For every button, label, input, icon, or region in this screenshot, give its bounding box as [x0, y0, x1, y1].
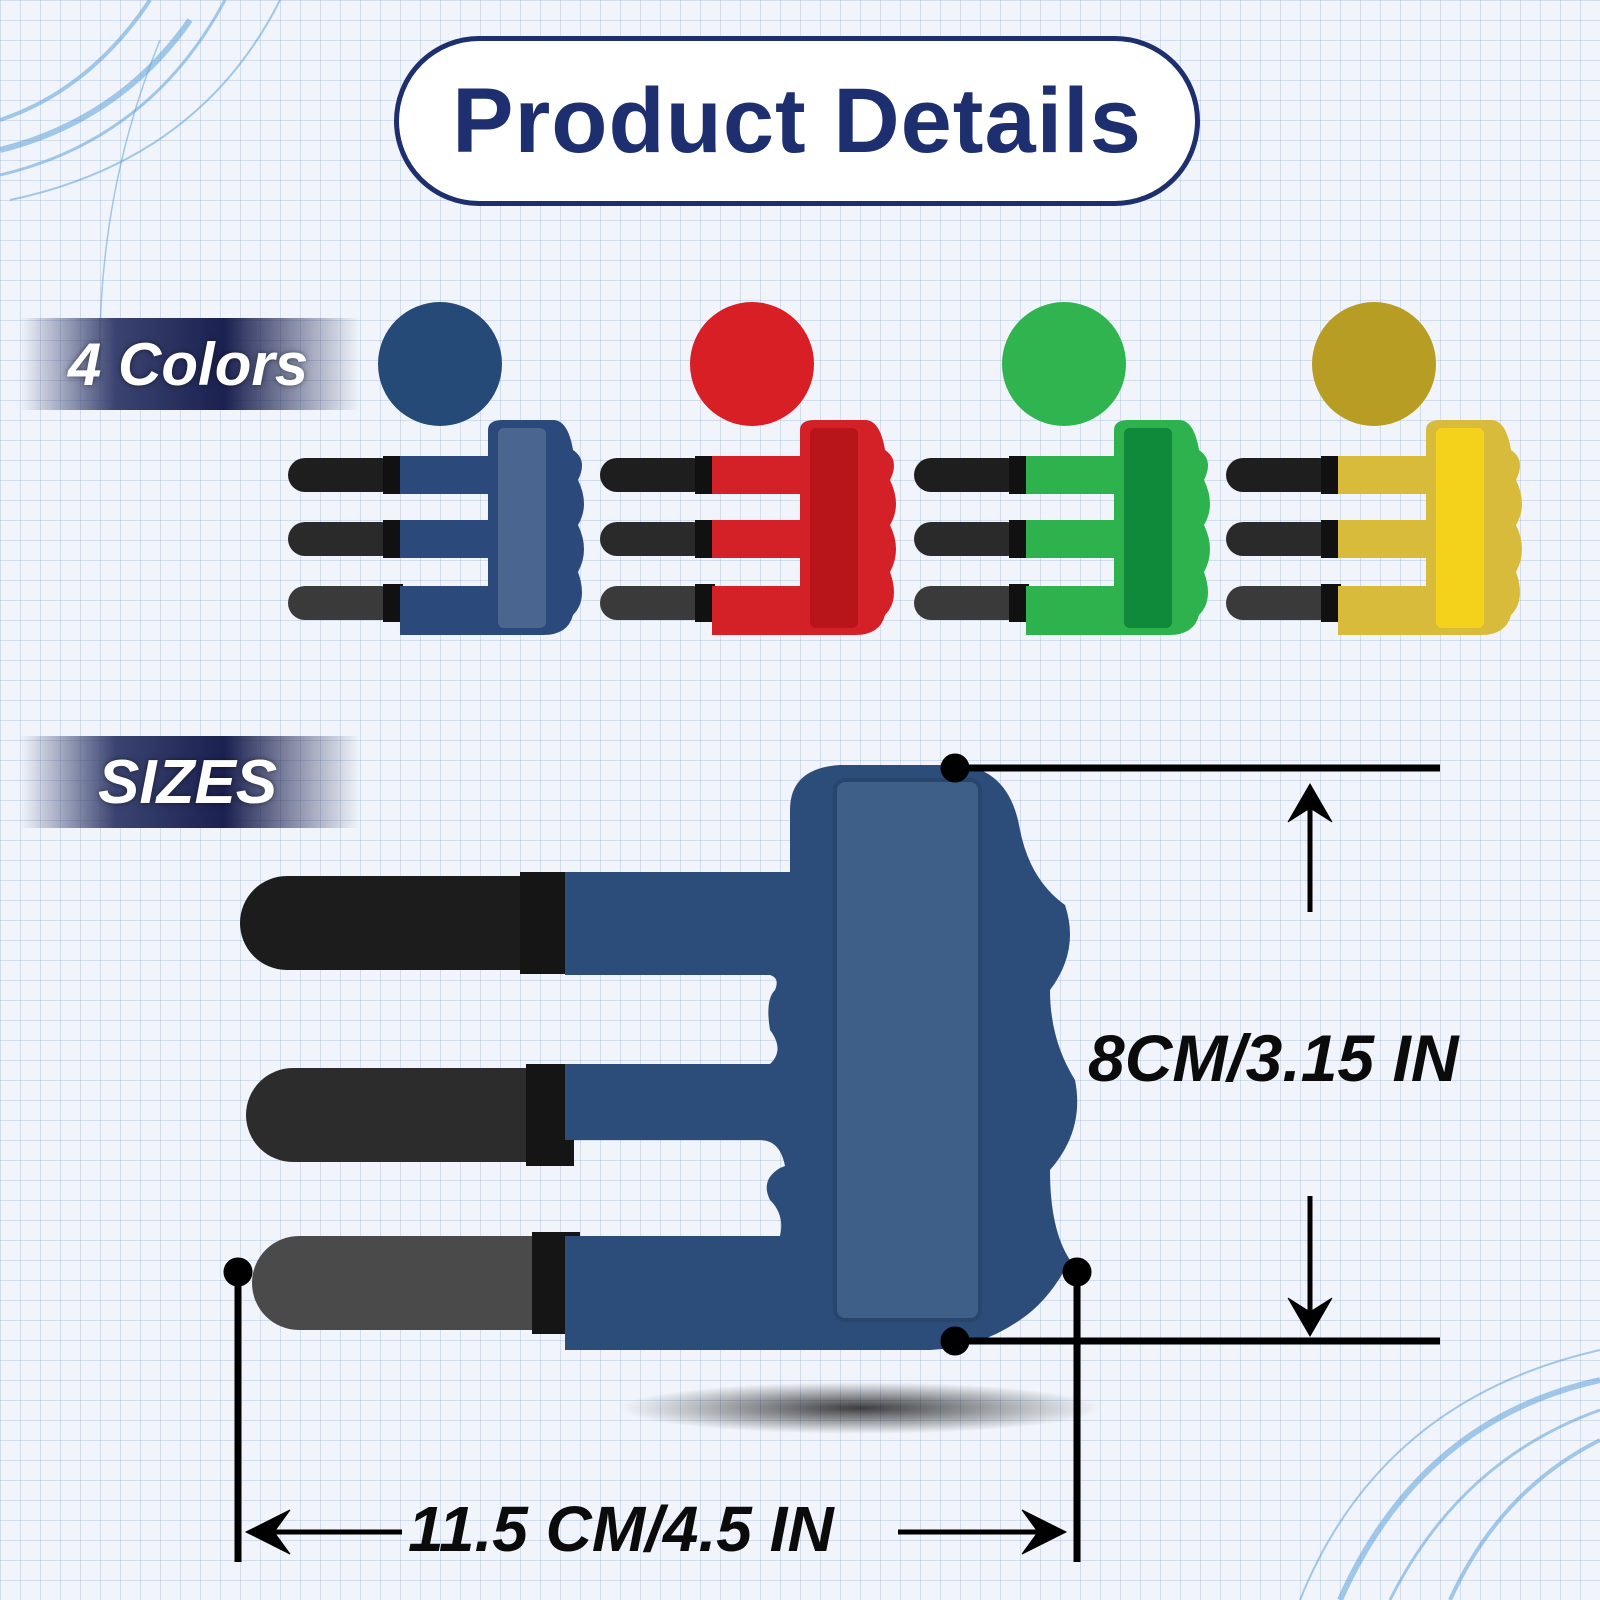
arrow-left-icon — [244, 1509, 291, 1555]
colors-label: 4 Colors — [20, 318, 360, 410]
page-title: Product Details — [452, 69, 1142, 172]
splint-large-icon — [240, 765, 1078, 1350]
height-dimension: 8CM/3.15 IN — [1088, 1021, 1459, 1095]
splint-shadow — [620, 1382, 1100, 1434]
bottom-marker-dot — [940, 1326, 970, 1356]
right-marker-dot — [1062, 1257, 1092, 1287]
swatch-green — [1002, 302, 1126, 426]
arrow-up-icon — [1287, 783, 1333, 823]
swatch-yellow — [1312, 302, 1436, 426]
splint-green-icon — [914, 420, 1210, 635]
swatch-red — [690, 302, 814, 426]
title-pill: Product Details — [394, 36, 1200, 206]
splint-yellow-icon — [1226, 420, 1522, 635]
arrow-right-icon — [1021, 1509, 1068, 1555]
sizes-label: SIZES — [20, 736, 360, 828]
width-dimension: 11.5 CM/4.5 IN — [408, 1493, 834, 1565]
splint-red-icon — [600, 420, 896, 635]
top-marker-dot — [940, 753, 970, 783]
swatch-blue — [378, 302, 502, 426]
splint-blue-icon — [288, 420, 584, 635]
left-marker-dot — [223, 1257, 253, 1287]
arrow-down-icon — [1287, 1297, 1333, 1337]
